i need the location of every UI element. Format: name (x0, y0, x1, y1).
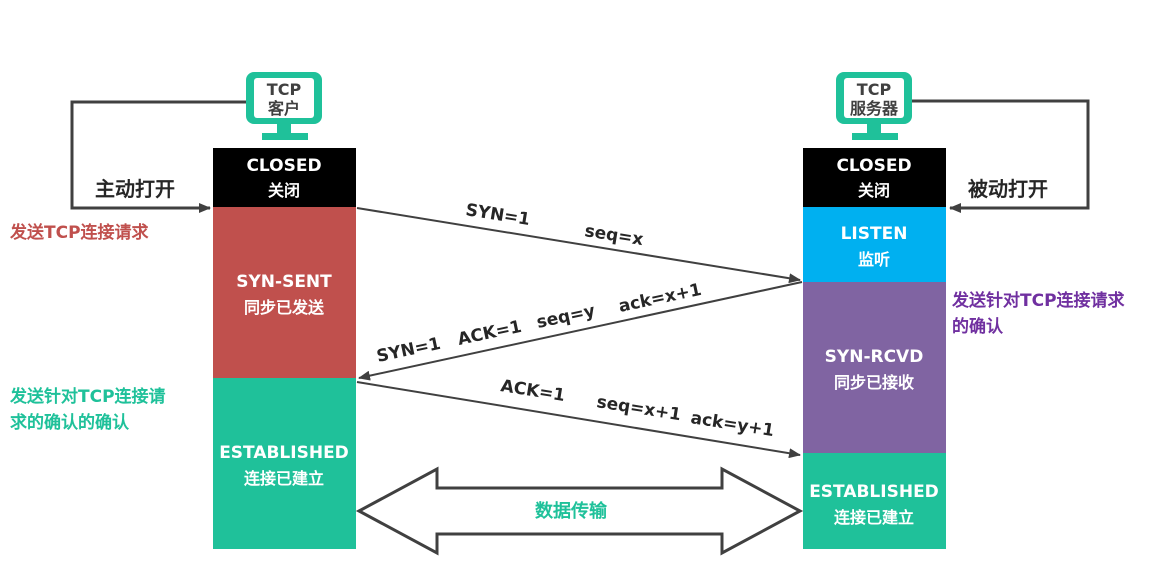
server-state-closed-line2: 关闭 (858, 181, 890, 200)
msg2-ack-label: ack=x+1 (617, 280, 703, 317)
msg1-arrow (356, 207, 801, 284)
client-state-established-line2: 连接已建立 (244, 469, 324, 488)
msg2-arrow (358, 281, 803, 381)
msg3-ack-label: ack=y+1 (689, 408, 775, 441)
server-state-listen-line2: 监听 (858, 250, 890, 269)
client-computer-label-line1: TCP (267, 80, 302, 99)
client-state-established-line1: ESTABLISHED (219, 443, 349, 463)
client-computer-icon (246, 72, 322, 140)
server-computer-label-line1: TCP (857, 80, 892, 99)
msg1-syn-label: SYN=1 (464, 200, 531, 230)
server-state-syn-rcvd-line1: SYN-RCVD (825, 347, 924, 367)
msg3-ack-flag-label: ACK=1 (499, 376, 566, 406)
msg3-seq-label: seq=x+1 (595, 392, 682, 425)
client-send-request-note: 发送TCP连接请求 (9, 222, 149, 243)
msg3-arrow (356, 381, 801, 459)
client-state-closed-line1: CLOSED (246, 156, 321, 176)
client-state-established (213, 378, 356, 549)
server-state-syn-rcvd-line2: 同步已接收 (834, 373, 914, 392)
server-loop-label: 被动打开 (968, 177, 1048, 201)
data-transfer-double-arrow (355, 466, 804, 556)
server-state-established-line1: ESTABLISHED (809, 482, 939, 502)
server-state-syn-rcvd (803, 282, 946, 453)
data-transfer-label: 数据传输 (535, 500, 608, 522)
server-state-closed-line1: CLOSED (836, 156, 911, 176)
client-computer-label-line2: 客户 (268, 99, 300, 118)
server-confirm-note-line1: 发送针对TCP连接请求 (951, 290, 1125, 311)
server-computer-label-line2: 服务器 (850, 99, 899, 118)
client-state-syn-sent-line2: 同步已发送 (244, 298, 325, 317)
server-confirm-note-line2: 的确认 (952, 316, 1004, 337)
client-state-closed-line2: 关闭 (268, 181, 300, 200)
client-confirm-note-line2: 求的确认的确认 (10, 412, 130, 433)
client-state-syn-sent (213, 207, 356, 378)
server-state-established-line2: 连接已建立 (834, 508, 914, 527)
server-state-listen-line1: LISTEN (841, 224, 908, 244)
server-state-listen (803, 207, 946, 282)
client-loop-label: 主动打开 (95, 177, 175, 201)
client-state-syn-sent-line1: SYN-SENT (236, 272, 332, 292)
server-state-closed (803, 148, 946, 207)
server-computer-icon (836, 72, 912, 140)
server-state-established (803, 453, 946, 549)
client-confirm-note-line1: 发送针对TCP连接请 (9, 386, 166, 407)
server-passive-open-loop (912, 99, 1090, 213)
client-state-closed (213, 148, 356, 207)
client-active-open-loop (70, 100, 246, 213)
